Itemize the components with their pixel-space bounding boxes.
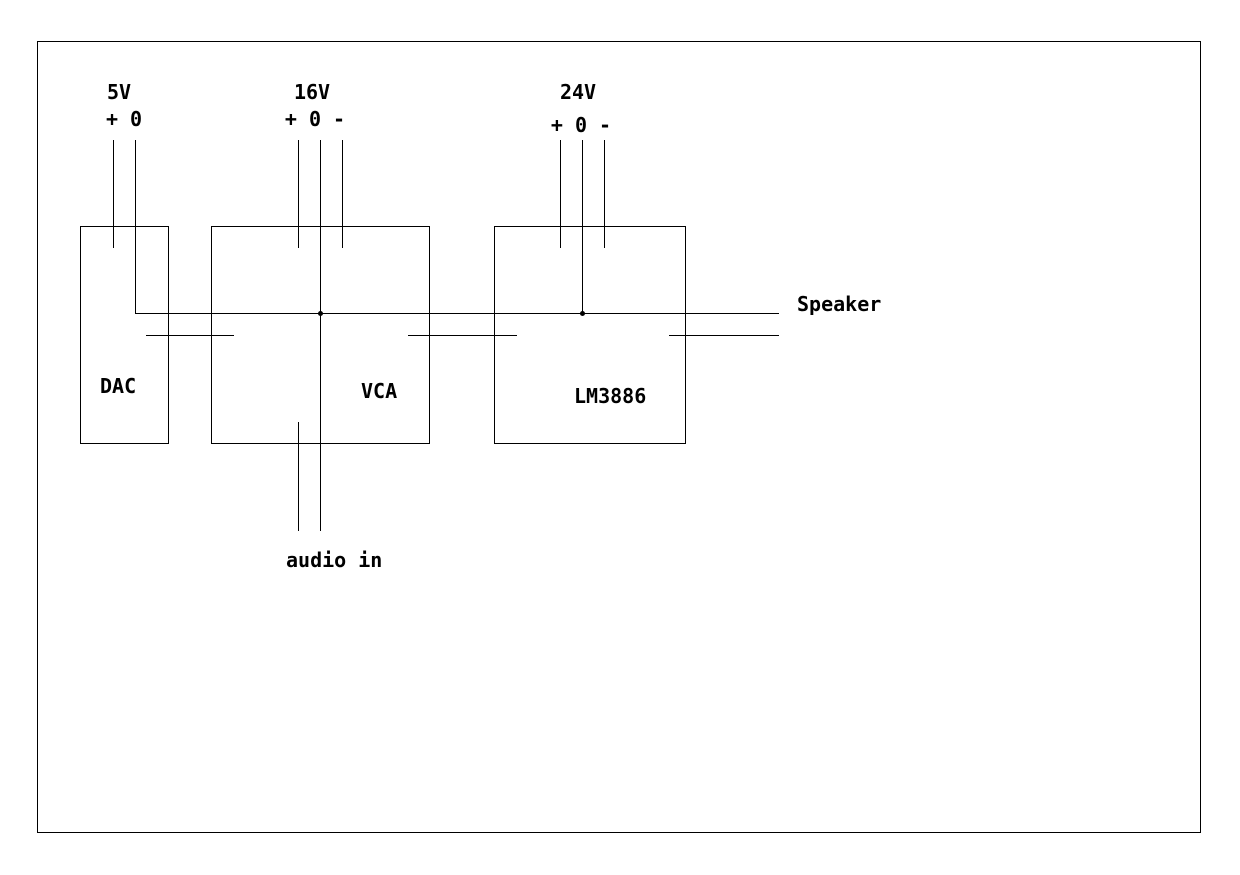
rail-24v-label: 24V <box>560 80 596 104</box>
rail-16v-label: 16V <box>294 80 330 104</box>
outer-frame <box>37 41 1201 833</box>
rail-5v-label: 5V <box>107 80 131 104</box>
rail-5v-pins: + 0 <box>106 107 142 131</box>
speaker-label: Speaker <box>797 292 881 316</box>
dac-label: DAC <box>100 374 136 398</box>
lm3886-block <box>494 226 686 444</box>
vca-label: VCA <box>361 379 397 403</box>
junction-dot-amp <box>580 311 585 316</box>
audio-in-label: audio in <box>286 548 382 572</box>
junction-dot-vca <box>318 311 323 316</box>
rail-24v-pins: + 0 - <box>551 113 611 137</box>
rail-16v-pins: + 0 - <box>285 107 345 131</box>
lm3886-label: LM3886 <box>574 384 646 408</box>
